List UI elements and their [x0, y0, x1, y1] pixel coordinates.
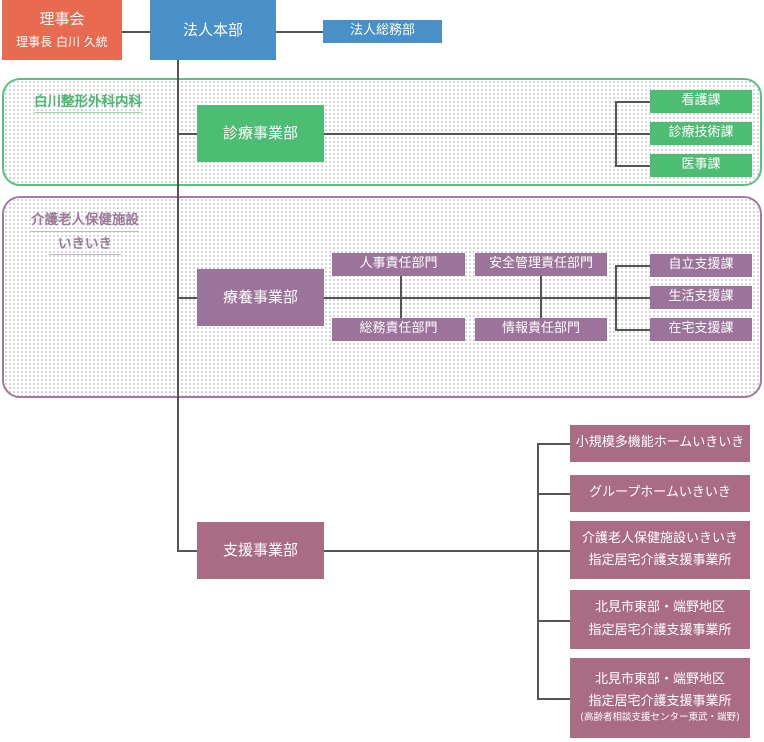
- support-unit-facility-care: 介護老人保健施設いきいき 指定居宅介護支援事業所: [570, 521, 750, 579]
- board-subtitle: 理事長 白川 久統: [16, 34, 108, 49]
- resp-label: 情報責任部門: [501, 321, 580, 337]
- connector-facility-sec2: [615, 297, 650, 299]
- connector-clinic-main: [324, 133, 615, 135]
- general-affairs-box: 法人総務部: [323, 20, 442, 43]
- facility-section-independence: 自立支援課: [650, 254, 752, 277]
- connector-facility-main: [324, 297, 615, 299]
- connector-hq-trunk: [177, 60, 179, 551]
- connector-support-main: [324, 550, 537, 552]
- connector-clinic-sec1: [615, 101, 650, 103]
- support-dept-box: 支援事業部: [197, 522, 324, 579]
- connector-support-unit1: [537, 443, 570, 445]
- support-unit-kitami-care: 北見市東部・端野地区 指定居宅介護支援事業所: [570, 590, 750, 649]
- clinic-region: [2, 78, 762, 186]
- facility-section-home: 在宅支援課: [650, 318, 752, 341]
- support-unit-line1: 北見市東部・端野地区: [594, 600, 725, 616]
- facility-dept-box: 療養事業部: [197, 269, 324, 326]
- board-title: 理事会: [39, 10, 85, 29]
- facility-name-line1: 介護老人保健施設: [31, 212, 139, 233]
- support-unit-kitami-center: 北見市東部・端野地区 指定居宅介護支援事業所 (高齢者相談支援センター東武・端野…: [570, 658, 750, 738]
- facility-name: 介護老人保健施設 いきいき: [31, 212, 139, 256]
- resp-information-box: 情報責任部門: [475, 318, 607, 341]
- resp-label: 総務責任部門: [359, 321, 438, 337]
- facility-name-line2: いきいき: [49, 236, 121, 256]
- support-unit-line2: 指定居宅介護支援事業所: [588, 694, 732, 710]
- connector-trunk-facility: [177, 297, 197, 299]
- hq-box: 法人本部: [150, 0, 276, 60]
- resp-general-box: 総務責任部門: [332, 318, 465, 341]
- support-unit-line1: 北見市東部・端野地区: [594, 671, 725, 687]
- connector-hq-general: [276, 31, 323, 33]
- facility-section-label: 生活支援課: [668, 289, 734, 305]
- connector-facility-sec1: [615, 265, 650, 267]
- resp-label: 安全管理責任部門: [488, 256, 593, 272]
- facility-section-label: 在宅支援課: [668, 321, 734, 337]
- connector-support-vertical: [537, 443, 539, 698]
- resp-label: 人事責任部門: [359, 256, 438, 272]
- connector-support-unit3: [537, 550, 570, 552]
- clinic-section-label: 医事課: [681, 157, 721, 173]
- support-unit-line2: 指定居宅介護支援事業所: [588, 622, 732, 638]
- connector-facility-sec3: [615, 329, 650, 331]
- support-unit-line3: (高齢者相談支援センター東武・端野): [580, 712, 740, 724]
- support-unit-small-multi: 小規模多機能ホームいきいき: [570, 425, 750, 462]
- clinic-section-nursing: 看護課: [650, 90, 752, 113]
- connector-support-unit5: [537, 698, 570, 700]
- resp-safety-box: 安全管理責任部門: [475, 253, 607, 276]
- clinic-section-technical: 診療技術課: [650, 122, 752, 145]
- clinic-dept-title: 診療事業部: [222, 124, 298, 143]
- connector-support-unit4: [537, 620, 570, 622]
- clinic-section-label: 診療技術課: [668, 125, 734, 141]
- general-affairs-title: 法人総務部: [349, 23, 415, 39]
- clinic-name: 白川整形外科内科: [34, 94, 142, 114]
- resp-personnel-box: 人事責任部門: [332, 253, 465, 276]
- support-unit-line1: 小規模多機能ホームいきいき: [575, 435, 745, 451]
- connector-support-unit2: [537, 493, 570, 495]
- facility-section-label: 自立支援課: [668, 257, 734, 273]
- clinic-dept-box: 診療事業部: [197, 105, 324, 162]
- support-unit-line1: グループホームいきいき: [589, 485, 731, 501]
- connector-clinic-sec3: [615, 165, 650, 167]
- connector-trunk-support: [177, 550, 197, 552]
- connector-trunk-clinic: [177, 133, 197, 135]
- clinic-section-medical-affairs: 医事課: [650, 154, 752, 177]
- hq-title: 法人本部: [182, 20, 243, 39]
- facility-section-living: 生活支援課: [650, 286, 752, 309]
- support-unit-group-home: グループホームいきいき: [570, 475, 750, 512]
- support-unit-line1: 介護老人保健施設いきいき: [581, 530, 738, 546]
- connector-clinic-sec2: [615, 133, 650, 135]
- connector-facility-resp-left: [400, 274, 402, 318]
- board-box: 理事会 理事長 白川 久統: [2, 0, 122, 60]
- connector-board-hq: [122, 31, 150, 33]
- support-unit-line2: 指定居宅介護支援事業所: [588, 553, 732, 568]
- connector-facility-resp-right: [540, 274, 542, 318]
- support-dept-title: 支援事業部: [222, 541, 298, 560]
- facility-dept-title: 療養事業部: [222, 288, 298, 307]
- clinic-section-label: 看護課: [681, 93, 721, 109]
